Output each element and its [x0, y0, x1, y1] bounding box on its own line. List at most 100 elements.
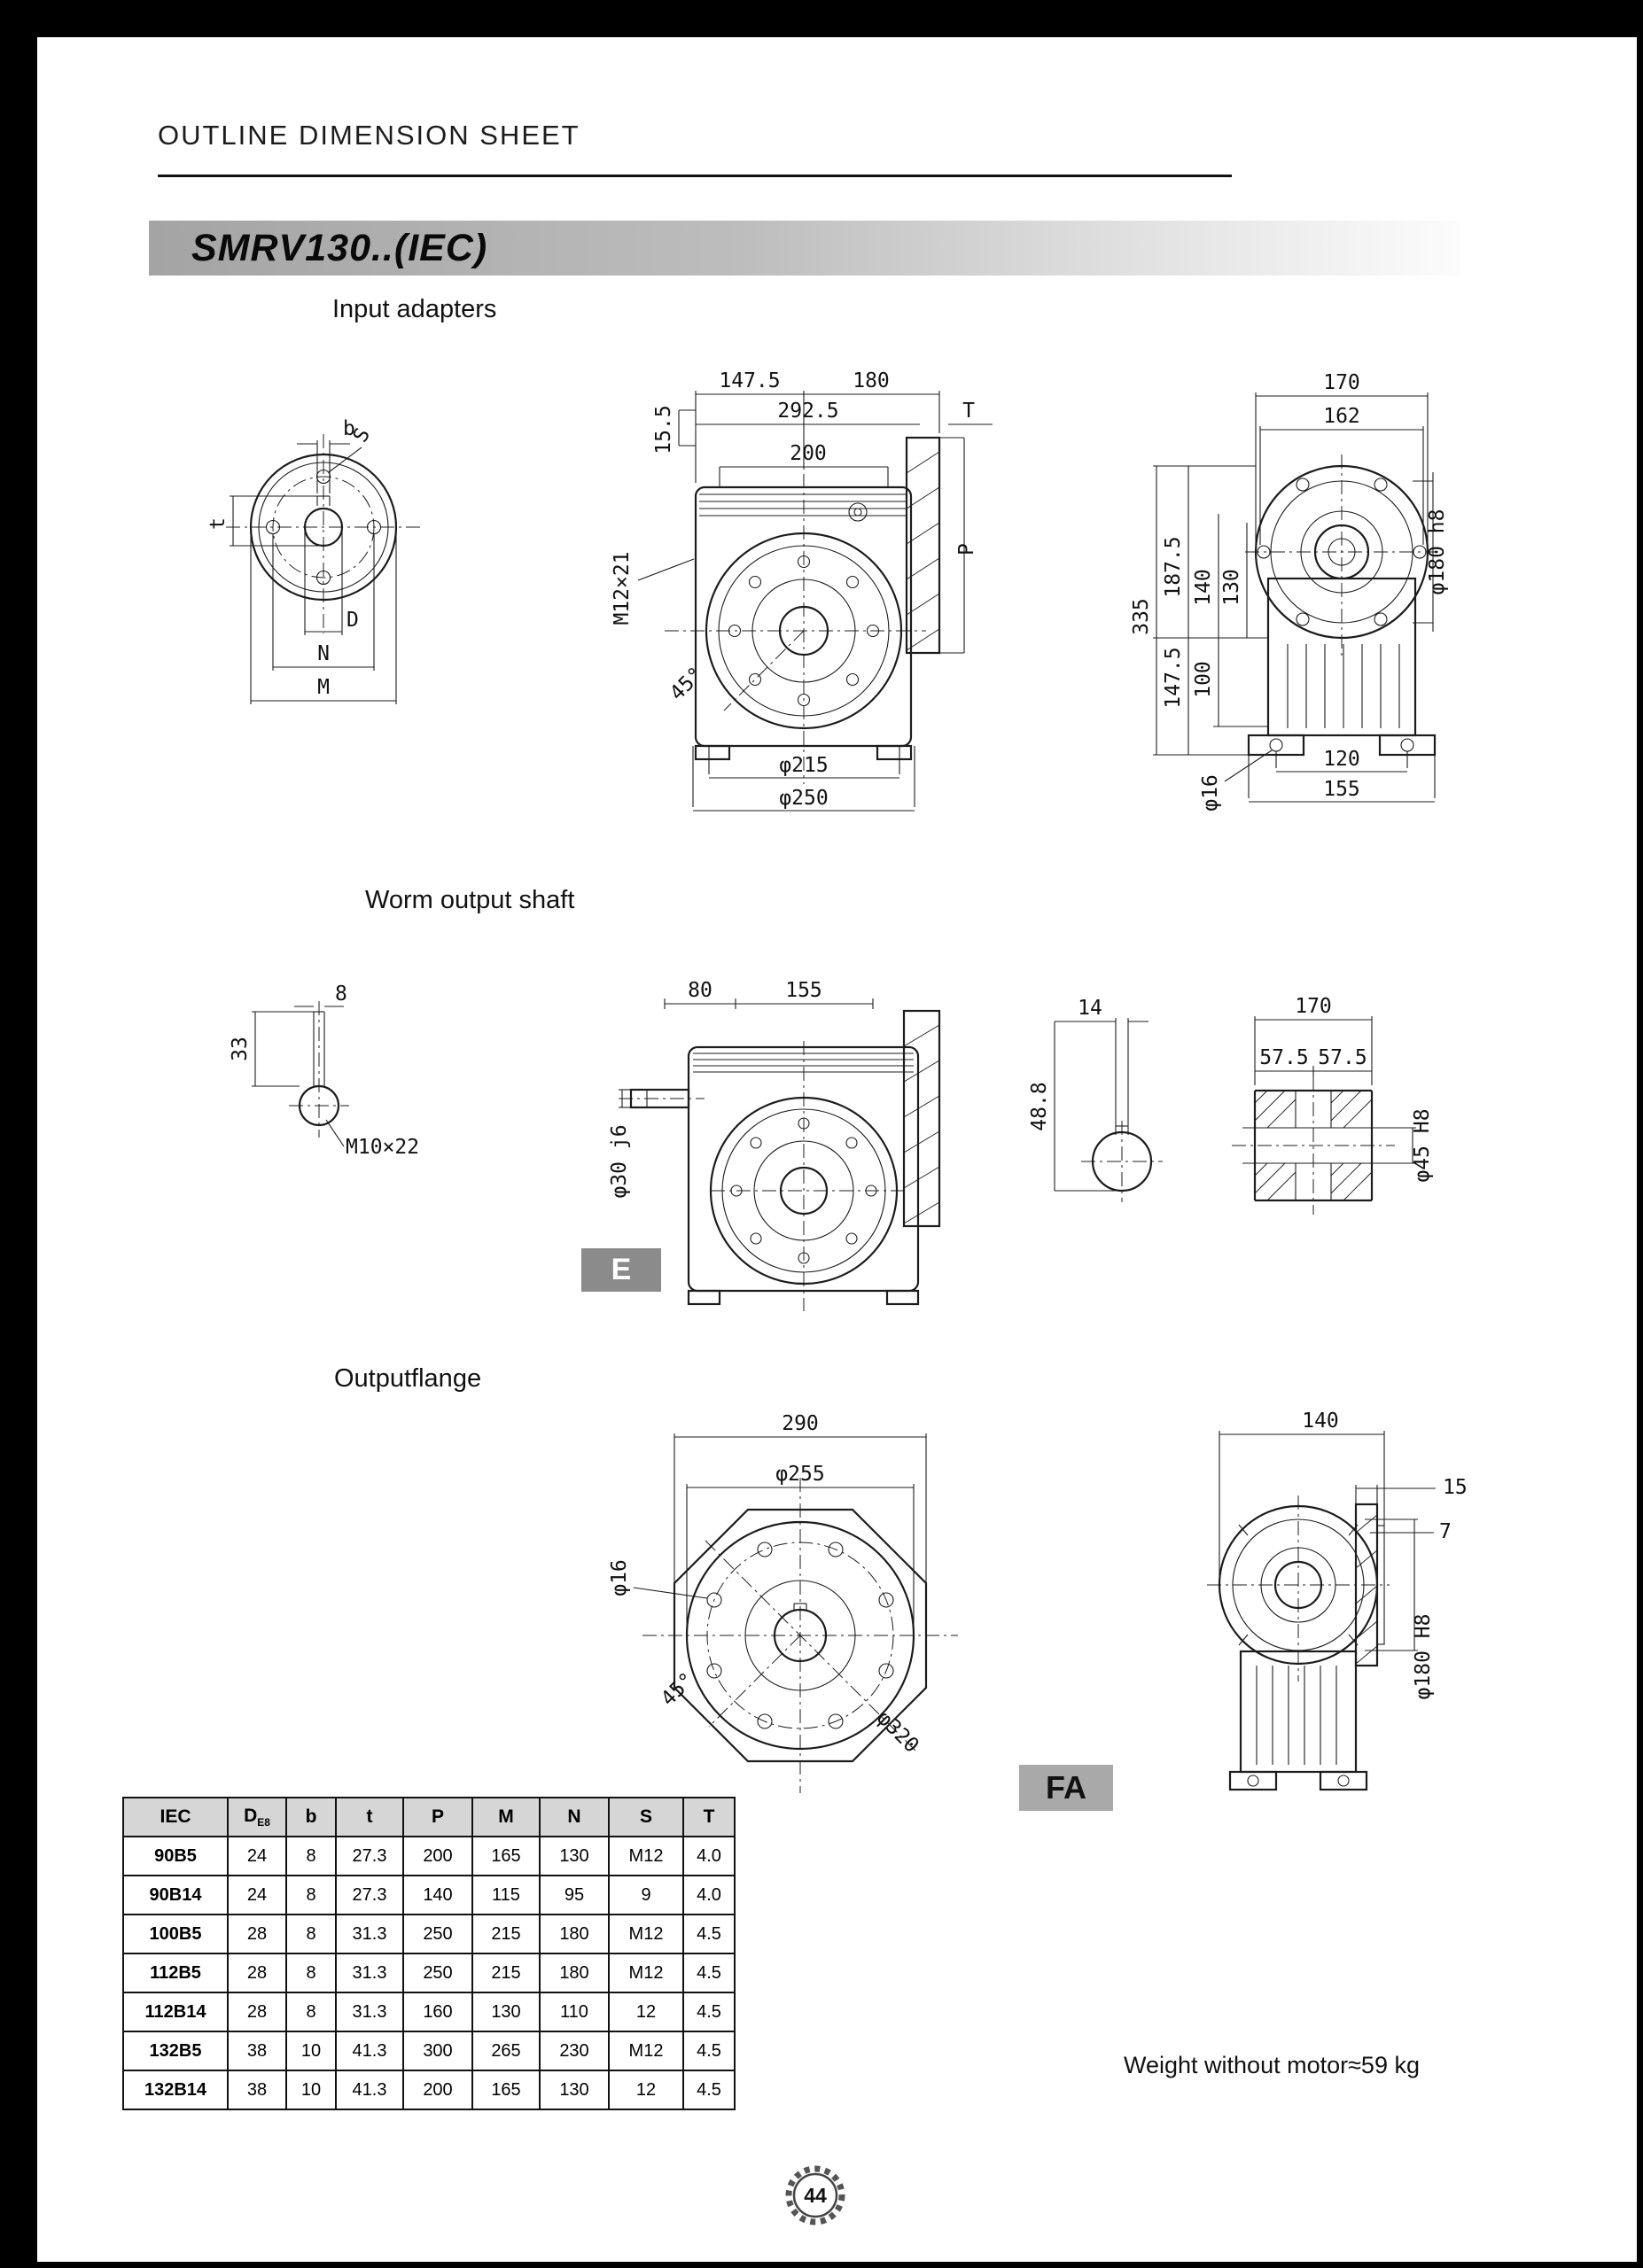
bore-section-outline	[1081, 1121, 1163, 1202]
value-cell: 4.5	[682, 1992, 736, 2032]
view-tag-fa: FA	[1019, 1765, 1113, 1811]
dim-hollow-bore: φ45 H8	[1411, 1108, 1434, 1182]
dim-flange-290: 290	[782, 1412, 819, 1435]
output-flange-side-view-drawing: 140 15 7 φ180 H8	[1207, 1410, 1468, 1791]
dim-side-200: 200	[790, 442, 827, 465]
output-shaft-section-drawing: 14 48.8 170 57.5	[1028, 995, 1434, 1215]
value-cell: 180	[539, 1953, 610, 1993]
view-tag-e: E	[581, 1248, 661, 1292]
model-cell: 100B5	[122, 1914, 229, 1954]
dim-worm-80: 80	[688, 979, 712, 1002]
dim-shaft-thread: M10×22	[346, 1136, 419, 1159]
dim-rear-170: 170	[1323, 371, 1360, 394]
value-cell: 215	[471, 1914, 541, 1954]
model-cell: 112B14	[122, 1992, 229, 2032]
dim-side-T: T	[962, 400, 975, 423]
value-cell: 250	[402, 1953, 473, 1993]
worm-gearbox-dimensions: 80 155 φ30 j6	[608, 979, 874, 1199]
value-cell: M12	[608, 1914, 684, 1954]
dim-rear-100: 100	[1192, 661, 1215, 698]
worm-shaft-end-view-drawing: 8 33 M10×22	[229, 983, 419, 1159]
dim-rear-335: 335	[1130, 598, 1153, 635]
column-header: IEC	[122, 1797, 229, 1837]
value-cell: 4.0	[682, 1875, 736, 1915]
value-cell: 200	[402, 1836, 473, 1876]
dim-side-thread: M12×21	[611, 551, 634, 625]
section-label-output-flange: Outputflange	[334, 1364, 482, 1393]
dim-shaft-33: 33	[229, 1037, 252, 1061]
value-cell: 230	[539, 2031, 610, 2071]
input-adapter-front-view-drawing: b S t D N M	[206, 417, 421, 704]
dim-shaft-8: 8	[335, 983, 347, 1006]
gearbox-rear-dimensions: 170 162 335 187.5 147.5 140 130 100 φ180…	[1130, 371, 1449, 812]
value-cell: 110	[539, 1992, 610, 2032]
value-cell: 31.3	[335, 1992, 404, 2032]
value-cell: 8	[285, 1953, 337, 1993]
value-cell: 4.5	[682, 2070, 736, 2110]
value-cell: 130	[471, 1992, 541, 2032]
gearbox-side-outline	[665, 436, 941, 784]
value-cell: 130	[539, 2070, 610, 2110]
dim-section-14: 14	[1078, 997, 1102, 1020]
value-cell: 165	[471, 2070, 541, 2110]
section-label-worm-output-shaft: Worm output shaft	[365, 886, 575, 914]
value-cell: 9	[608, 1875, 684, 1915]
worm-gearbox-outline	[619, 1009, 941, 1311]
value-cell: 24	[227, 1836, 287, 1876]
value-cell: 200	[402, 2070, 473, 2110]
model-cell: 90B5	[122, 1836, 229, 1876]
value-cell: 8	[285, 1914, 337, 1954]
column-header: t	[335, 1797, 404, 1837]
column-header: S	[608, 1797, 684, 1837]
dim-bore: D	[347, 609, 359, 632]
hollow-shaft-outline	[1232, 1076, 1395, 1215]
dim-rear-spigot: φ180 h8	[1426, 509, 1449, 595]
page-number-badge: 44	[780, 2160, 851, 2235]
value-cell: 4.5	[682, 1953, 736, 1993]
input-adapter-side-view-drawing: 147.5 180 292.5 T 15.5 200 M12×21 P 45° …	[611, 369, 993, 812]
gearbox-side-dimensions: 147.5 180 292.5 T 15.5 200 M12×21 P 45° …	[611, 369, 993, 812]
weight-note: Weight without motor≈59 kg	[1124, 2052, 1420, 2078]
model-title-bar: SMRV130..(IEC)	[149, 221, 1460, 276]
dim-worm-155: 155	[785, 979, 822, 1002]
value-cell: 130	[539, 1836, 610, 1876]
value-cell: 27.3	[335, 1875, 404, 1915]
page-number: 44	[804, 2184, 827, 2207]
gear-icon: 44	[785, 2165, 845, 2225]
value-cell: 115	[471, 1875, 541, 1915]
dim-side-180: 180	[853, 369, 890, 392]
model-title: SMRV130..(IEC)	[191, 226, 488, 269]
value-cell: 38	[227, 2031, 287, 2071]
value-cell: 8	[285, 1875, 337, 1915]
dim-key-depth: t	[206, 517, 230, 530]
dim-fside-spigot: φ180 H8	[1412, 1614, 1435, 1700]
column-header: P	[402, 1797, 473, 1837]
value-cell: 10	[285, 2031, 337, 2071]
hollow-shaft-dimensions: 170 57.5 57.5 φ45 H8	[1254, 995, 1434, 1183]
header-rule	[158, 175, 1232, 177]
dim-side-147: 147.5	[719, 369, 780, 392]
worm-shaft-side-view-drawing: 80 155 φ30 j6	[608, 979, 941, 1311]
value-cell: 300	[402, 2031, 473, 2071]
dim-rear-1475: 147.5	[1162, 647, 1185, 708]
model-cell: 132B5	[122, 2031, 229, 2071]
dim-flange-od: M	[317, 676, 330, 699]
dim-rear-120: 120	[1323, 748, 1360, 771]
shaft-end-outline	[289, 1001, 349, 1138]
dim-fside-140: 140	[1302, 1410, 1339, 1433]
dim-fside-15: 15	[1443, 1476, 1468, 1499]
value-cell: 8	[285, 1992, 337, 2032]
value-cell: 28	[227, 1953, 287, 1993]
input-adapter-rear-view-drawing: 170 162 335 187.5 147.5 140 130 100 φ180…	[1130, 371, 1449, 812]
value-cell: 265	[471, 2031, 541, 2071]
value-cell: 41.3	[335, 2070, 404, 2110]
dim-side-offset: 15.5	[652, 405, 675, 454]
dim-fside-7: 7	[1439, 1520, 1452, 1543]
page-border-left	[0, 0, 37, 2268]
value-cell: 31.3	[335, 1914, 404, 1954]
